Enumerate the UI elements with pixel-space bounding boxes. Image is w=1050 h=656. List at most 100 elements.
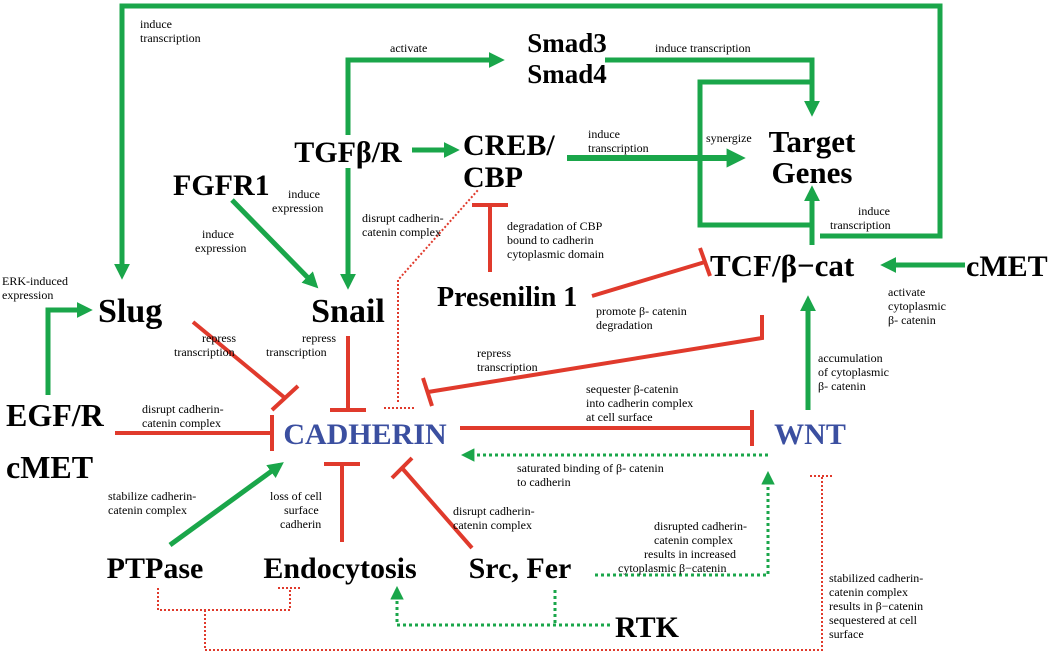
inhibition-arrows xyxy=(115,203,764,550)
label-induce-expression-fgfr-1: induce xyxy=(202,227,234,241)
node-rtk: RTK xyxy=(615,611,680,644)
arrow-target-loop xyxy=(697,79,812,228)
label-loss-2: surface xyxy=(284,503,319,517)
node-genes: Genes xyxy=(772,155,853,190)
node-creb: CREB/ xyxy=(463,129,555,162)
label-stabilized-4: sequestered at cell xyxy=(829,613,918,627)
inhibit-src-cadherin xyxy=(390,456,474,550)
arrow-top-loop-to-slug xyxy=(113,3,943,280)
label-activate-cyto-1: activate xyxy=(888,285,925,299)
label-induce-transcription-top-2: transcription xyxy=(140,31,201,45)
inhibit-presenilin-creb xyxy=(472,203,508,272)
dotted-bottom-bracket xyxy=(157,475,834,651)
label-induce-expression-tgf-2: expression xyxy=(272,201,323,215)
node-wnt: WNT xyxy=(774,418,846,451)
dotted-inhibition-lines xyxy=(157,189,834,651)
node-cmet-right: cMET xyxy=(966,250,1048,283)
label-disrupt-src-1: disrupt cadherin- xyxy=(453,504,535,518)
arrow-rtk-to-endocytosis-dashed xyxy=(390,585,610,627)
node-smad4: Smad4 xyxy=(527,59,607,89)
node-ptpase: PTPase xyxy=(107,552,204,585)
nodes: Smad3 Smad4 TGFβ/R CREB/ CBP Target Gene… xyxy=(6,28,1048,644)
inhibit-presenilin-tcf xyxy=(591,247,712,298)
inhibit-endocytosis-cadherin xyxy=(324,462,360,542)
node-cadherin: CADHERIN xyxy=(283,418,447,451)
label-disrupted-4: cytoplasmic β−catenin xyxy=(618,561,727,575)
inhibit-tcf-cadherin xyxy=(421,315,764,407)
label-disrupt-src-2: catenin complex xyxy=(453,518,532,532)
label-accumulation-2: of cytoplasmic xyxy=(818,365,889,379)
arrow-tgf-to-smad xyxy=(345,51,505,135)
label-stabilize-1: stabilize cadherin- xyxy=(108,489,196,503)
label-accumulation-1: accumulation xyxy=(818,351,883,365)
node-presenilin: Presenilin 1 xyxy=(437,282,577,313)
node-slug: Slug xyxy=(98,293,162,330)
node-tgf: TGFβ/R xyxy=(294,136,402,169)
label-repress-tcf-1: repress xyxy=(477,346,511,360)
label-disrupt-top-1: disrupt cadherin- xyxy=(362,211,444,225)
label-induce-transcription-tcf-2: transcription xyxy=(830,218,891,232)
label-activate-cyto-2: cytoplasmic xyxy=(888,299,946,313)
label-induce-transcription-creb-1: induce xyxy=(588,127,620,141)
label-induce-transcription-creb-2: transcription xyxy=(588,141,649,155)
label-degradation-cbp-1: degradation of CBP xyxy=(507,219,603,233)
label-stabilized-1: stabilized cadherin- xyxy=(829,571,923,585)
label-activate: activate xyxy=(390,41,427,55)
label-induce-transcription-top-1: induce xyxy=(140,17,172,31)
dotted-cadherin-to-creb xyxy=(384,189,479,409)
inhibit-cadherin-wnt xyxy=(460,410,754,446)
dashed-activation-arrows xyxy=(390,448,775,627)
label-sequester-2: into cadherin complex xyxy=(586,396,693,410)
node-target: Target xyxy=(769,124,856,159)
label-sequester-3: at cell surface xyxy=(586,410,653,424)
arrow-ptpase-to-cadherin xyxy=(168,462,284,548)
node-src-fer: Src, Fer xyxy=(469,552,572,585)
label-synergize: synergize xyxy=(706,131,752,145)
label-saturated-1: saturated binding of β- catenin xyxy=(517,461,664,475)
label-activate-cyto-3: β- catenin xyxy=(888,313,936,327)
label-repress-slug-1: repress xyxy=(202,331,236,345)
node-snail: Snail xyxy=(311,293,385,330)
label-disrupted-2: catenin complex xyxy=(654,533,733,547)
label-stabilized-3: results in β−catenin xyxy=(829,599,923,613)
label-induce-expression-fgfr-2: expression xyxy=(195,241,246,255)
node-cbp: CBP xyxy=(463,161,523,194)
label-promote-1: promote β- catenin xyxy=(596,304,687,318)
label-disrupt-egf-2: catenin complex xyxy=(142,416,221,430)
inhibit-snail-cadherin xyxy=(330,336,366,412)
arrow-smad-to-target xyxy=(605,57,821,117)
edge-labels: induce transcription activate induce tra… xyxy=(2,17,946,641)
label-sequester-1: sequester β-catenin xyxy=(586,382,678,396)
label-disrupt-egf-1: disrupt cadherin- xyxy=(142,402,224,416)
node-tcf: TCF/β−cat xyxy=(710,248,855,283)
label-disrupted-1: disrupted cadherin- xyxy=(654,519,747,533)
label-accumulation-3: β- catenin xyxy=(818,379,866,393)
node-smad3: Smad3 xyxy=(527,28,607,58)
node-egf: EGF/R xyxy=(6,397,105,433)
label-erk-1: ERK-induced xyxy=(2,274,68,288)
label-induce-transcription-tcf-1: induce xyxy=(858,204,890,218)
label-degradation-cbp-2: bound to cadherin xyxy=(507,233,594,247)
label-promote-2: degradation xyxy=(596,318,653,332)
label-induce-transcription-smad: induce transcription xyxy=(655,41,751,55)
activation-arrows xyxy=(45,3,965,548)
label-stabilized-5: surface xyxy=(829,627,864,641)
inhibit-slug-cadherin xyxy=(191,320,300,412)
label-saturated-2: to cadherin xyxy=(517,475,571,489)
label-disrupt-top-2: catenin complex xyxy=(362,225,441,239)
inhibit-egf-cadherin xyxy=(115,415,274,451)
label-repress-tcf-2: transcription xyxy=(477,360,538,374)
label-loss-3: cadherin xyxy=(280,517,321,531)
label-erk-2: expression xyxy=(2,288,53,302)
label-stabilized-2: catenin complex xyxy=(829,585,908,599)
label-repress-snail-1: repress xyxy=(302,331,336,345)
arrow-egf-to-slug xyxy=(45,301,93,395)
label-loss-1: loss of cell xyxy=(270,489,323,503)
label-induce-expression-tgf-1: induce xyxy=(288,187,320,201)
label-repress-slug-2: transcription xyxy=(174,345,235,359)
node-fgfr1: FGFR1 xyxy=(173,169,270,202)
label-disrupted-3: results in increased xyxy=(644,547,736,561)
label-stabilize-2: catenin complex xyxy=(108,503,187,517)
label-degradation-cbp-3: cytoplasmic domain xyxy=(507,247,604,261)
